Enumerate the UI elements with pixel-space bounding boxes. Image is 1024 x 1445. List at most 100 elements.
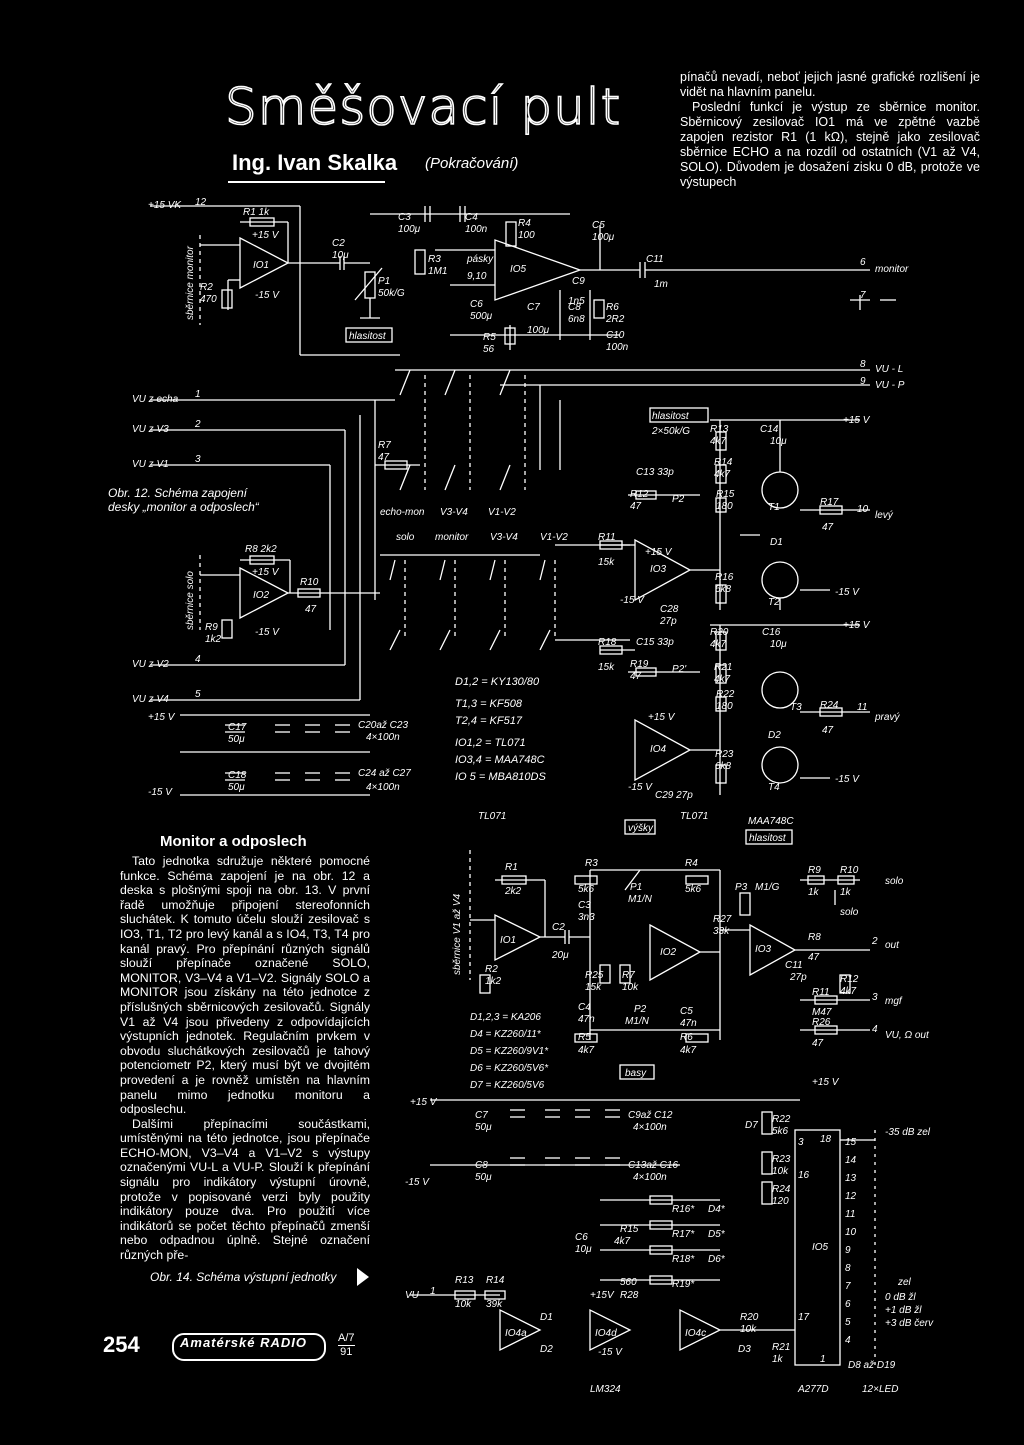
component-label: C14 [760, 424, 779, 435]
label: VU z V2 [132, 659, 169, 670]
component-label: 10μ [770, 639, 787, 650]
switch-label: solo [396, 532, 415, 543]
component-label: IO1 [500, 935, 516, 946]
box-label: basy [625, 1068, 647, 1079]
diode-note: D5 = KZ260/9V1* [470, 1046, 549, 1057]
label: VU, Ω out [885, 1030, 930, 1041]
component-label: C11 [785, 960, 803, 971]
component-label: 4k7 [714, 674, 731, 685]
label: VU - L [875, 364, 903, 375]
component-label: R11 [812, 987, 830, 998]
component-label: IO4 [650, 744, 667, 755]
caption-line: Obr. 12. Schéma zapojení [108, 486, 247, 500]
component-label: C5 [680, 1006, 693, 1017]
label: -15 V [405, 1177, 430, 1188]
component-label: 100n [465, 224, 488, 235]
parts-list-item: IO 5 = MBA810DS [455, 771, 546, 783]
figure-14-caption: Obr. 14. Schéma výstupní jednotky [150, 1270, 337, 1284]
component-label: 33k [713, 926, 730, 937]
pin-number: 1 [430, 1286, 436, 1297]
component-label: C20až C23 [358, 720, 408, 731]
component-label: D1 [540, 1312, 553, 1323]
chip-pin: 14 [845, 1155, 857, 1166]
component-label: 180 [716, 501, 733, 512]
component-label: C8 [475, 1160, 488, 1171]
component-label: 50k/G [378, 288, 405, 299]
label: +1 dB žl [885, 1305, 922, 1316]
component-label: C3 [398, 212, 411, 223]
component-label: T1 [768, 502, 780, 513]
switch-bank-bottom [380, 544, 630, 651]
component-label: 100n [606, 342, 629, 353]
component-label: C9až C12 [628, 1110, 673, 1121]
parts-list-item: D1,2 = KY130/80 [455, 676, 540, 688]
label: D8 až D19 [848, 1360, 896, 1371]
component-label: P2 [672, 494, 685, 505]
chip-pin: 15 [845, 1137, 857, 1148]
pin-number: 9 [860, 376, 866, 387]
component-label: R17* [672, 1229, 695, 1240]
component-label: R20 [740, 1312, 759, 1323]
component-label: R19* [672, 1279, 695, 1290]
arrow-right-icon [357, 1268, 369, 1286]
component-label: R6 [606, 302, 619, 313]
component-label: IO4c [685, 1328, 706, 1339]
pin-number: 11 [857, 702, 867, 713]
switch-label: monitor [435, 532, 469, 543]
component-label: 100 [518, 230, 535, 241]
label: -15 V [835, 587, 860, 598]
component-label: 1k2 [485, 976, 502, 987]
page-number: 254 [103, 1332, 140, 1357]
component-label: IO2 [253, 590, 270, 601]
chip-pin: 5 [845, 1317, 851, 1328]
issue-number: A/7 91 [338, 1332, 355, 1358]
diode-note: D1,2,3 = KA206 [470, 1012, 541, 1023]
label: VU z V1 [132, 459, 169, 470]
component-label: R14 [714, 457, 733, 468]
component-label: +15 V [648, 712, 676, 723]
component-label: -15 V [620, 595, 645, 606]
component-label: 15k [598, 557, 615, 568]
component-label: 10k [740, 1324, 757, 1335]
chip-label: TL071 [680, 811, 708, 822]
component-label: 47 [822, 725, 834, 736]
component-label: R10 [300, 577, 319, 588]
label: 0 dB žl [885, 1292, 916, 1303]
component-label: R1 [505, 862, 518, 873]
component-label: C4 [465, 212, 478, 223]
component-label: R17 [820, 497, 839, 508]
component-label: 4k7 [680, 1045, 697, 1056]
component-label: C9 [572, 276, 585, 287]
pin-number: 4 [195, 654, 201, 665]
component-label: 10k [772, 1166, 789, 1177]
label: VU z echa [132, 394, 179, 405]
pin-number: 2 [194, 419, 201, 430]
chip-pin: 3 [798, 1137, 804, 1148]
component-label: R9 [205, 622, 218, 633]
chip-pin: 10 [845, 1227, 857, 1238]
component-label: IO4d [595, 1328, 617, 1339]
component-label: 10μ [332, 250, 349, 261]
box-label: hlasitost [749, 833, 787, 844]
label: +3 dB červ [885, 1318, 934, 1329]
component-label: 100μ [398, 224, 421, 235]
component-label: R9 [808, 865, 821, 876]
page-title: Směšovací pult [224, 77, 622, 137]
component-label: 47 [812, 1038, 824, 1049]
component-label: 4k7 [578, 1045, 595, 1056]
component-label: D6* [708, 1254, 726, 1265]
component-label: R4 [518, 218, 531, 229]
label: +15 V [812, 1077, 840, 1088]
component-label: 50μ [228, 782, 245, 793]
component-label: C2 [332, 238, 345, 249]
component-label: 47 [378, 452, 390, 463]
diode-note: D6 = KZ260/5V6* [470, 1063, 549, 1074]
component-label: 10μ [770, 436, 787, 447]
label: -15 V [835, 774, 860, 785]
switch-label: V1-V2 [540, 532, 568, 543]
component-label: 56 [483, 344, 495, 355]
component-label: R3 [428, 254, 441, 265]
component-label: C2 [552, 922, 565, 933]
component-label: 1k [808, 887, 820, 898]
component-label: 4×100n [366, 782, 400, 793]
